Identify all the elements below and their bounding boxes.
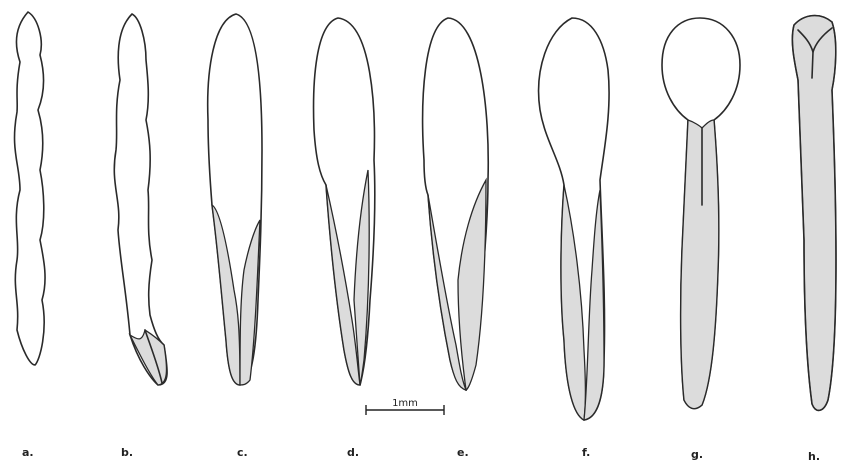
scale-bar: 1mm xyxy=(366,398,444,415)
scale-bar-label: 1mm xyxy=(392,398,418,409)
specimen-e xyxy=(423,18,489,390)
specimen-c xyxy=(208,14,262,385)
panel-label-h: h. xyxy=(808,450,820,462)
panel-label-g: g. xyxy=(691,448,703,461)
panel-label-b: b. xyxy=(121,446,133,459)
panel-label-f: f. xyxy=(582,446,590,459)
specimen-b xyxy=(114,14,167,385)
specimen-g xyxy=(662,18,740,409)
specimen-d xyxy=(314,18,375,385)
panel-label-e: e. xyxy=(457,446,469,459)
specimen-h xyxy=(792,16,836,411)
panel-label-c: c. xyxy=(237,446,248,459)
panel-label-d: d. xyxy=(347,446,359,459)
panel-label-a: a. xyxy=(22,446,34,459)
specimen-f xyxy=(539,18,609,420)
specimen-a xyxy=(15,12,46,365)
